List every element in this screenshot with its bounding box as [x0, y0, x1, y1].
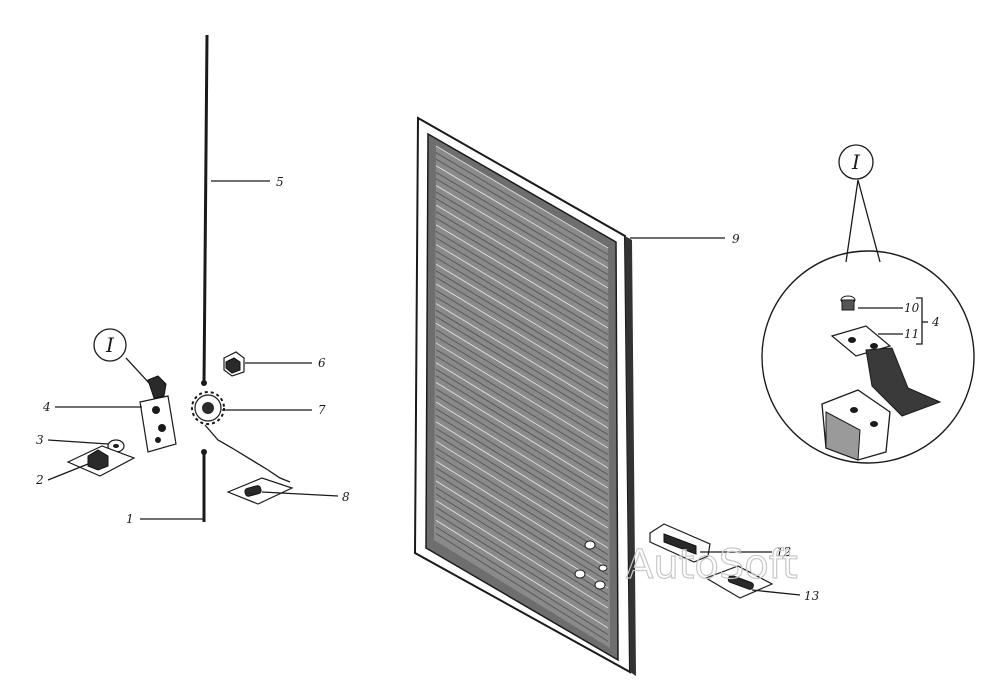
right-leaders — [700, 551, 801, 596]
part-3-washer — [107, 439, 125, 453]
callout-10: 10 — [904, 301, 920, 315]
part-6-block — [223, 351, 245, 377]
part-12-hinge — [649, 523, 711, 563]
callout-4-detail: 4 — [931, 315, 940, 329]
callout-12: 12 — [776, 545, 791, 559]
callout-6: 6 — [318, 356, 326, 370]
callout-9: 9 — [732, 232, 740, 246]
watermark: AutoSoft — [626, 542, 798, 588]
callout-1: 1 — [126, 512, 134, 526]
callout-13: 13 — [804, 589, 820, 603]
detail-bracket — [821, 389, 891, 461]
part-2-nut — [66, 445, 136, 477]
svg-text:I: I — [105, 333, 115, 357]
svg-text:I: I — [851, 150, 861, 174]
callout-3: 3 — [36, 433, 44, 447]
callout-5: 5 — [276, 175, 284, 189]
callout-4: 4 — [42, 400, 51, 414]
callout-2: 2 — [35, 473, 44, 487]
part-10-screw — [840, 295, 856, 311]
part-7-gear — [191, 391, 225, 425]
antenna-rod — [201, 34, 209, 522]
callout-7: 7 — [318, 403, 326, 417]
callout-labels: 5 6 7 8 1 4 3 2 9 10 11 4 12 13 — [35, 175, 940, 603]
part-11-strap — [830, 325, 942, 417]
callout-8: 8 — [342, 490, 350, 504]
panel-frame — [413, 116, 636, 676]
panel-holes — [574, 540, 608, 590]
left-leaders — [47, 180, 339, 520]
detail-marker-left: I — [93, 328, 127, 362]
callout-11: 11 — [904, 327, 919, 341]
part-8-leader — [204, 424, 291, 483]
detail-view: I — [761, 144, 975, 464]
part-4-plate — [139, 375, 177, 453]
part-8-pin — [226, 477, 294, 505]
